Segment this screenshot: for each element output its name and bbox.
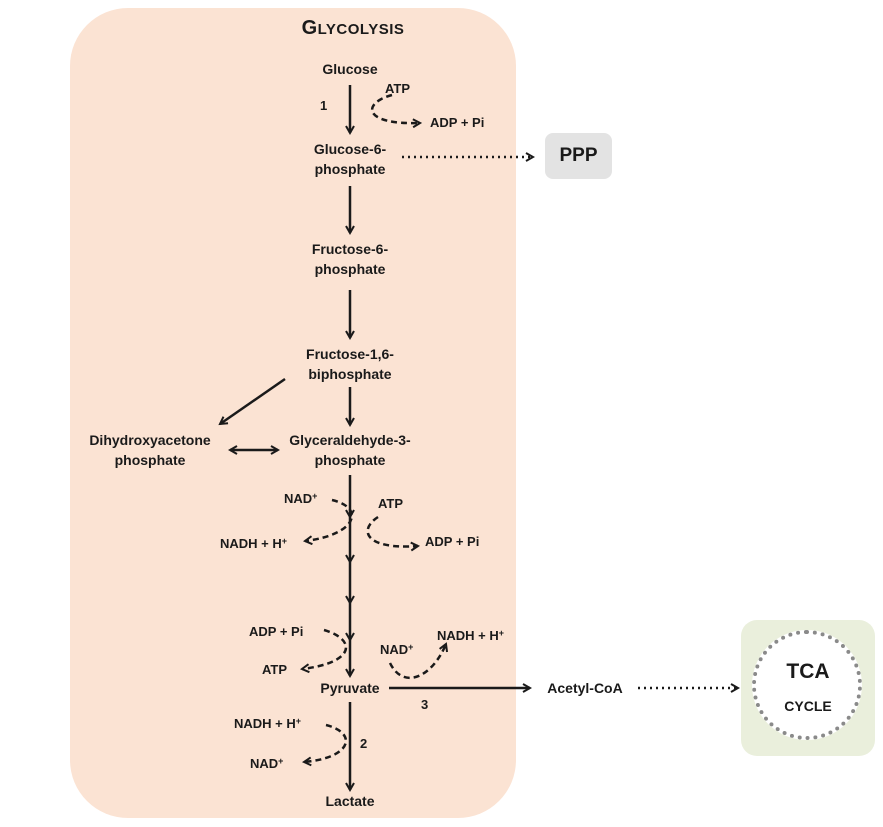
step-label-1: 1 [320,98,328,113]
title-rest: LYCOLYSIS [317,21,405,38]
label-dhap-line1: Dihydroxyacetone [89,432,211,448]
nadh-3-plus: + [295,716,302,726]
glycolysis-compartment [70,8,516,818]
label-adp-pi-3: ADP + Pi [249,624,304,639]
nadh-2-plus: + [498,628,505,638]
label-pyruvate: Pyruvate [320,680,380,696]
dashed-atp-consumption-1 [371,93,420,123]
label-nadh-2: NADH + H+ [437,626,504,645]
dashed-atp-production-1 [366,515,418,547]
step-label-3: 3 [421,697,429,712]
nadh-3-text: NADH + H [234,716,296,731]
tca-cycle-label: CYCLE [784,698,832,714]
label-f16bp-line2: biphosphate [308,366,392,382]
label-g3p-line2: phosphate [314,452,386,468]
nad-3-plus: + [278,756,284,766]
nad-1-plus: + [312,491,318,501]
step-label-2: 2 [360,736,368,751]
arrow-f16bp-to-dhap [220,377,286,424]
label-g6p-line2: phosphate [314,161,386,177]
title-initial: G [301,17,318,39]
nad-1-text: NAD [284,491,313,506]
label-lactate: Lactate [325,793,375,809]
nad-3-text: NAD [250,756,279,771]
label-f6p-line1: Fructose-6- [311,241,389,257]
label-nad-2: NAD+ [380,640,413,659]
nad-2-plus: + [408,642,414,652]
page-title: GLYCOLYSIS [268,17,438,40]
nadh-1-text: NADH + H [220,536,282,551]
label-nad-1: NAD+ [284,489,317,508]
dashed-nadh-oxidation [304,723,347,762]
label-nadh-1: NADH + H+ [220,534,287,553]
label-dhap-line2: phosphate [114,452,186,468]
nadh-2-text: NADH + H [437,628,499,643]
label-atp-1: ATP [385,81,411,96]
label-acetyl-coa: Acetyl-CoA [547,680,623,696]
label-f6p-line2: phosphate [314,261,386,277]
label-nad-3: NAD+ [250,754,283,773]
label-g6p-line1: Glucose-6- [313,141,387,157]
label-adp-pi-1: ADP + Pi [430,115,485,130]
dashed-atp-production-2 [302,628,348,669]
dashed-nad-reduction-1 [305,498,354,541]
dashed-nad-reduction-2 [388,644,446,680]
label-f16bp-line1: Fructose-1,6- [306,346,394,362]
nadh-1-plus: + [281,536,288,546]
nad-2-text: NAD [380,642,409,657]
ppp-box: PPP [545,133,612,179]
tca-cycle-ring [752,630,862,740]
label-glucose: Glucose [322,61,378,77]
label-adp-pi-2: ADP + Pi [425,534,480,549]
label-atp-2: ATP [378,496,404,511]
label-atp-3: ATP [262,662,288,677]
label-nadh-3: NADH + H+ [234,714,301,733]
tca-label: TCA [786,660,830,683]
label-g3p-line1: Glyceraldehyde-3- [289,432,411,448]
